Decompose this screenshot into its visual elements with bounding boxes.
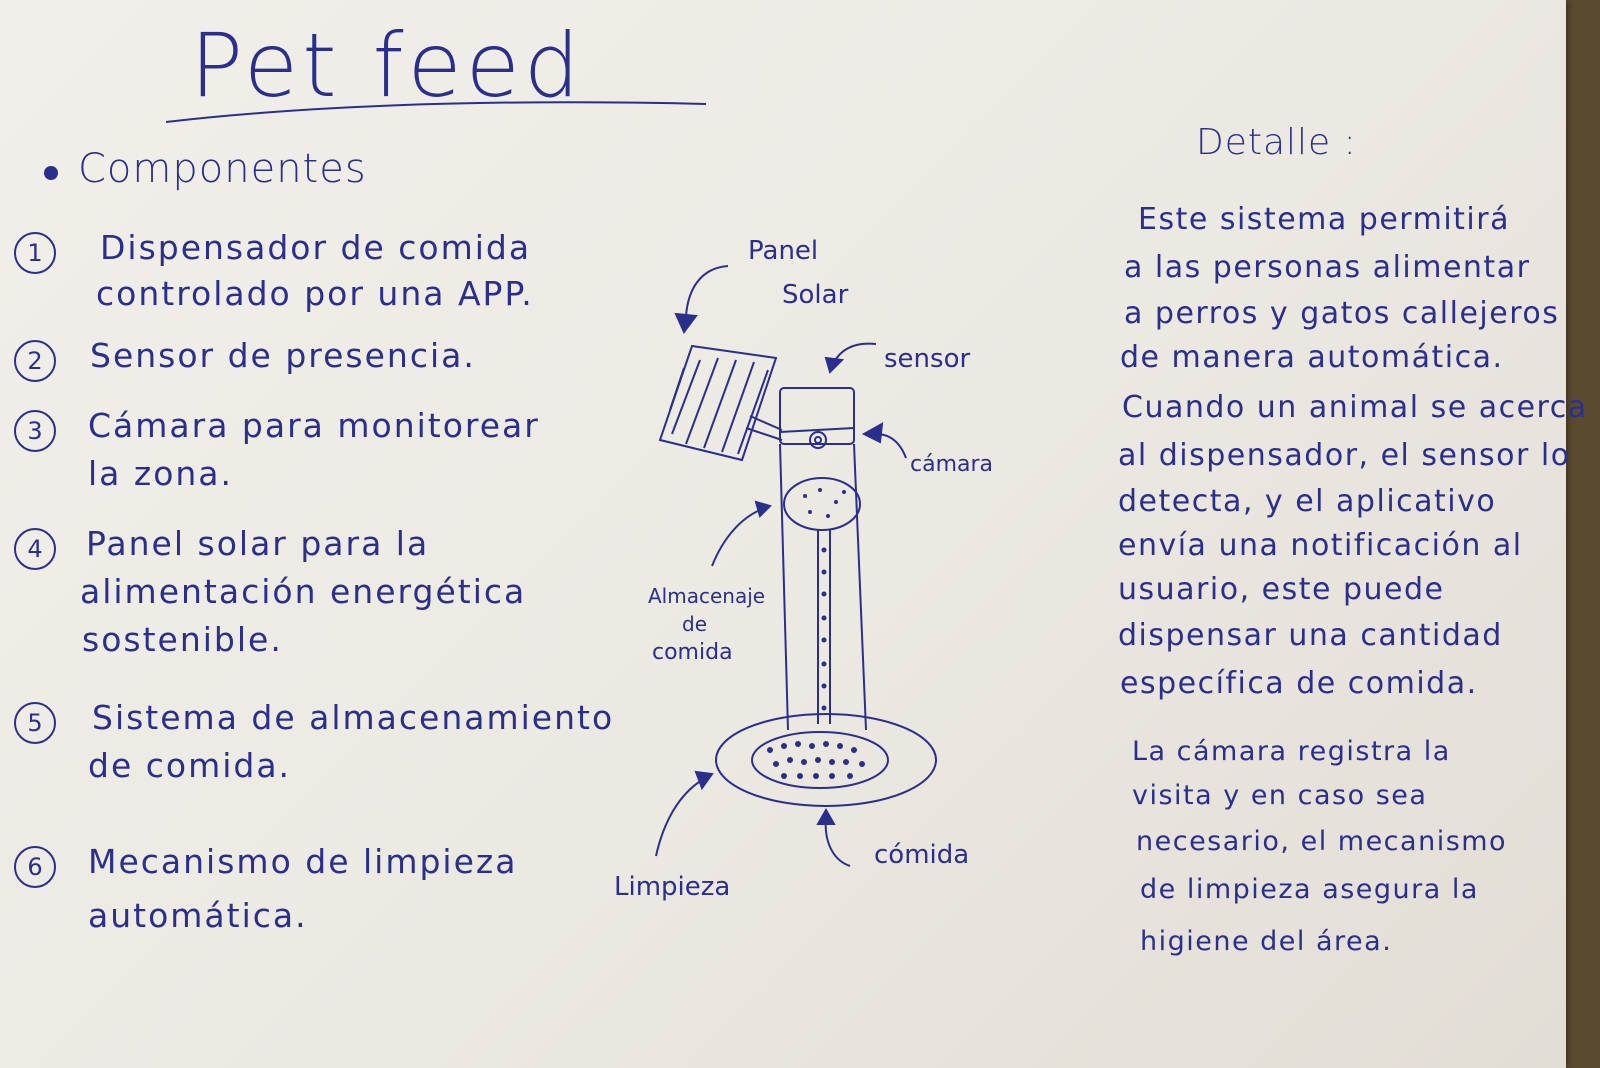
item-line: de comida. — [88, 746, 292, 785]
detail-line: visita y en caso sea — [1132, 780, 1428, 811]
bullet-icon — [44, 166, 58, 180]
item-line: Cámara para monitorear — [88, 406, 540, 445]
label-sensor: sensor — [884, 344, 971, 374]
item-number: 6 — [14, 846, 56, 888]
label-panel-solar-1: Panel — [748, 236, 819, 266]
feeder-diagram — [655, 265, 937, 867]
page-title: Pet feed — [190, 14, 584, 117]
item-number: 3 — [14, 410, 56, 452]
arrow-head-icon — [694, 770, 714, 791]
label-almacenaje-2: de — [682, 612, 707, 636]
item-line: automática. — [88, 896, 308, 935]
detail-line: a perros y gatos callejeros — [1124, 296, 1560, 331]
label-limpieza: Limpieza — [614, 872, 731, 902]
detail-heading: Detalle : — [1196, 122, 1357, 163]
label-camara: cámara — [910, 452, 994, 477]
item-line: Sistema de almacenamiento — [92, 698, 615, 737]
detail-line: a las personas alimentar — [1124, 250, 1531, 285]
item-line: Dispensador de comida — [100, 228, 532, 267]
detail-line: detecta, y el aplicativo — [1118, 484, 1497, 519]
item-line: Sensor de presencia. — [90, 336, 476, 375]
detail-line: dispensar una cantidad — [1118, 618, 1503, 653]
item-number: 1 — [14, 232, 56, 274]
food-dots — [767, 488, 865, 779]
detail-line: específica de comida. — [1120, 666, 1478, 701]
arrow-icon — [711, 509, 761, 567]
arrow-head-icon — [824, 356, 845, 374]
arrow-head-icon — [816, 807, 836, 825]
item-number: 4 — [14, 528, 56, 570]
arrow-icon — [655, 779, 703, 857]
dispenser-body — [779, 387, 867, 731]
detail-line: La cámara registra la — [1132, 736, 1451, 767]
label-panel-solar-2: Solar — [782, 280, 849, 310]
label-almacenaje-1: Almacenaje — [648, 584, 766, 608]
item-number: 2 — [14, 340, 56, 382]
arrow-icon — [824, 817, 851, 867]
detail-line: de limpieza asegura la — [1140, 874, 1479, 905]
detail-line: Este sistema permitirá — [1138, 202, 1510, 237]
item-line: controlado por una APP. — [96, 274, 534, 313]
detail-line: higiene del área. — [1140, 926, 1393, 957]
item-line: alimentación energética — [80, 572, 527, 611]
components-heading: Componentes — [78, 146, 367, 192]
detail-line: necesario, el mecanismo — [1136, 826, 1508, 857]
item-line: sostenible. — [82, 620, 283, 659]
item-line: Mecanismo de limpieza — [88, 842, 518, 881]
detail-line: al dispensador, el sensor lo — [1118, 438, 1571, 473]
item-number: 5 — [14, 702, 56, 744]
detail-line: envía una notificación al — [1118, 528, 1523, 563]
solar-panel-icon — [658, 344, 783, 462]
arrow-head-icon — [754, 500, 772, 518]
item-line: Panel solar para la — [86, 524, 430, 563]
detail-line: usuario, este puede — [1118, 572, 1445, 607]
feeding-bowl — [715, 713, 937, 807]
label-almacenaje-3: comida — [652, 640, 733, 665]
arrow-icon — [685, 265, 729, 317]
arrow-head-icon — [674, 312, 698, 334]
item-line: la zona. — [88, 454, 234, 493]
label-comida: cómida — [874, 840, 970, 870]
detail-line: de manera automática. — [1120, 340, 1504, 375]
detail-line: Cuando un animal se acerca — [1122, 390, 1588, 425]
arrow-head-icon — [861, 422, 884, 444]
title-underline — [166, 101, 706, 123]
